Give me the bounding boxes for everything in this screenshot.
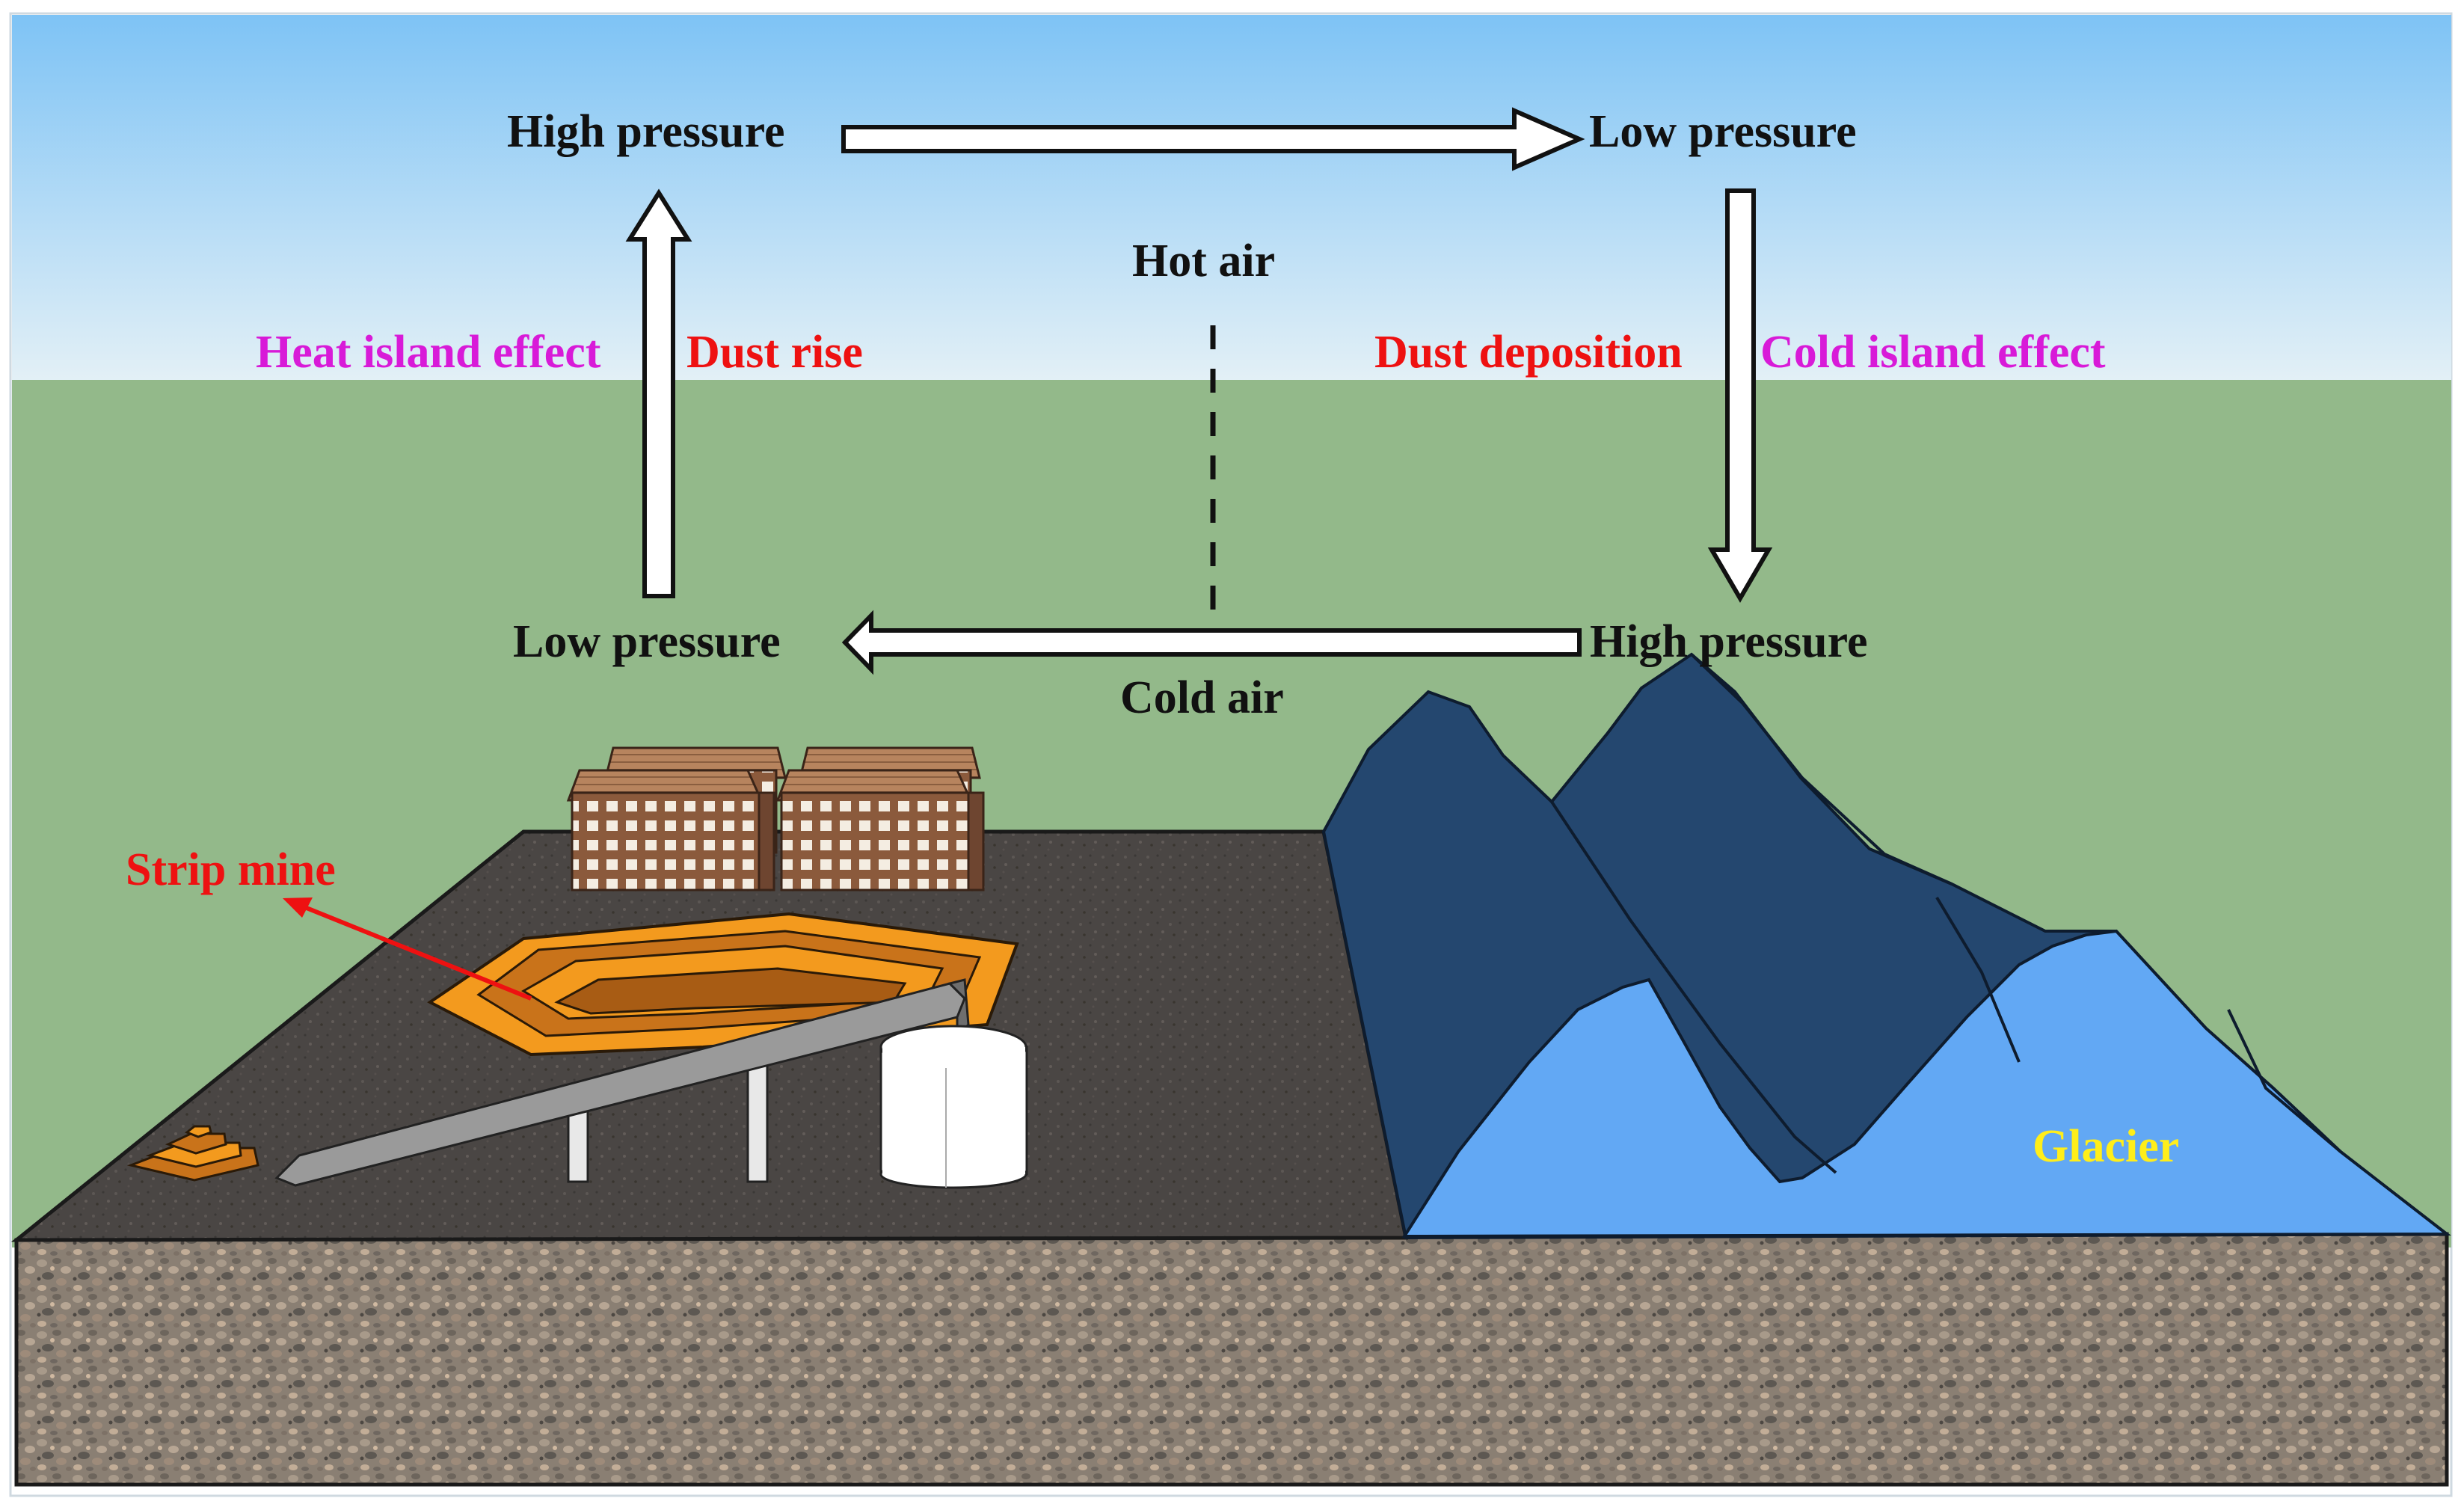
dust-deposition-label: Dust deposition — [1374, 327, 1683, 378]
heat-island-effect-label: Heat island effect — [256, 327, 601, 378]
hot-air-label: Hot air — [1132, 236, 1276, 286]
high-pressure-top-label: High pressure — [507, 106, 785, 157]
ground-front-face — [14, 1232, 2449, 1487]
bottom-arrow-left — [841, 610, 1582, 675]
mountain-range — [1321, 652, 2451, 1240]
storage-tank — [879, 1025, 1028, 1189]
strip-mine-label: Strip mine — [126, 844, 336, 895]
strip-mine-pointer-arrow — [283, 897, 532, 1001]
high-pressure-bottom-label: High pressure — [1590, 616, 1868, 667]
glacier — [1401, 929, 2451, 1239]
glacier-label: Glacier — [2033, 1121, 2180, 1172]
low-pressure-bottom-label: Low pressure — [513, 616, 781, 667]
conveyor-belt — [274, 978, 970, 1187]
low-pressure-top-label: Low pressure — [1589, 106, 1857, 157]
dust-rise-label: Dust rise — [686, 327, 863, 378]
top-arrow-right — [841, 107, 1585, 171]
cold-island-effect-label: Cold island effect — [1760, 327, 2106, 378]
right-arrow-down — [1707, 188, 1773, 603]
sky — [12, 15, 2451, 381]
stepped-structure — [126, 1125, 259, 1182]
left-arrow-up — [625, 188, 692, 598]
buildings — [566, 746, 985, 891]
circulation-arrows — [625, 107, 1773, 675]
cold-air-label: Cold air — [1120, 672, 1284, 723]
